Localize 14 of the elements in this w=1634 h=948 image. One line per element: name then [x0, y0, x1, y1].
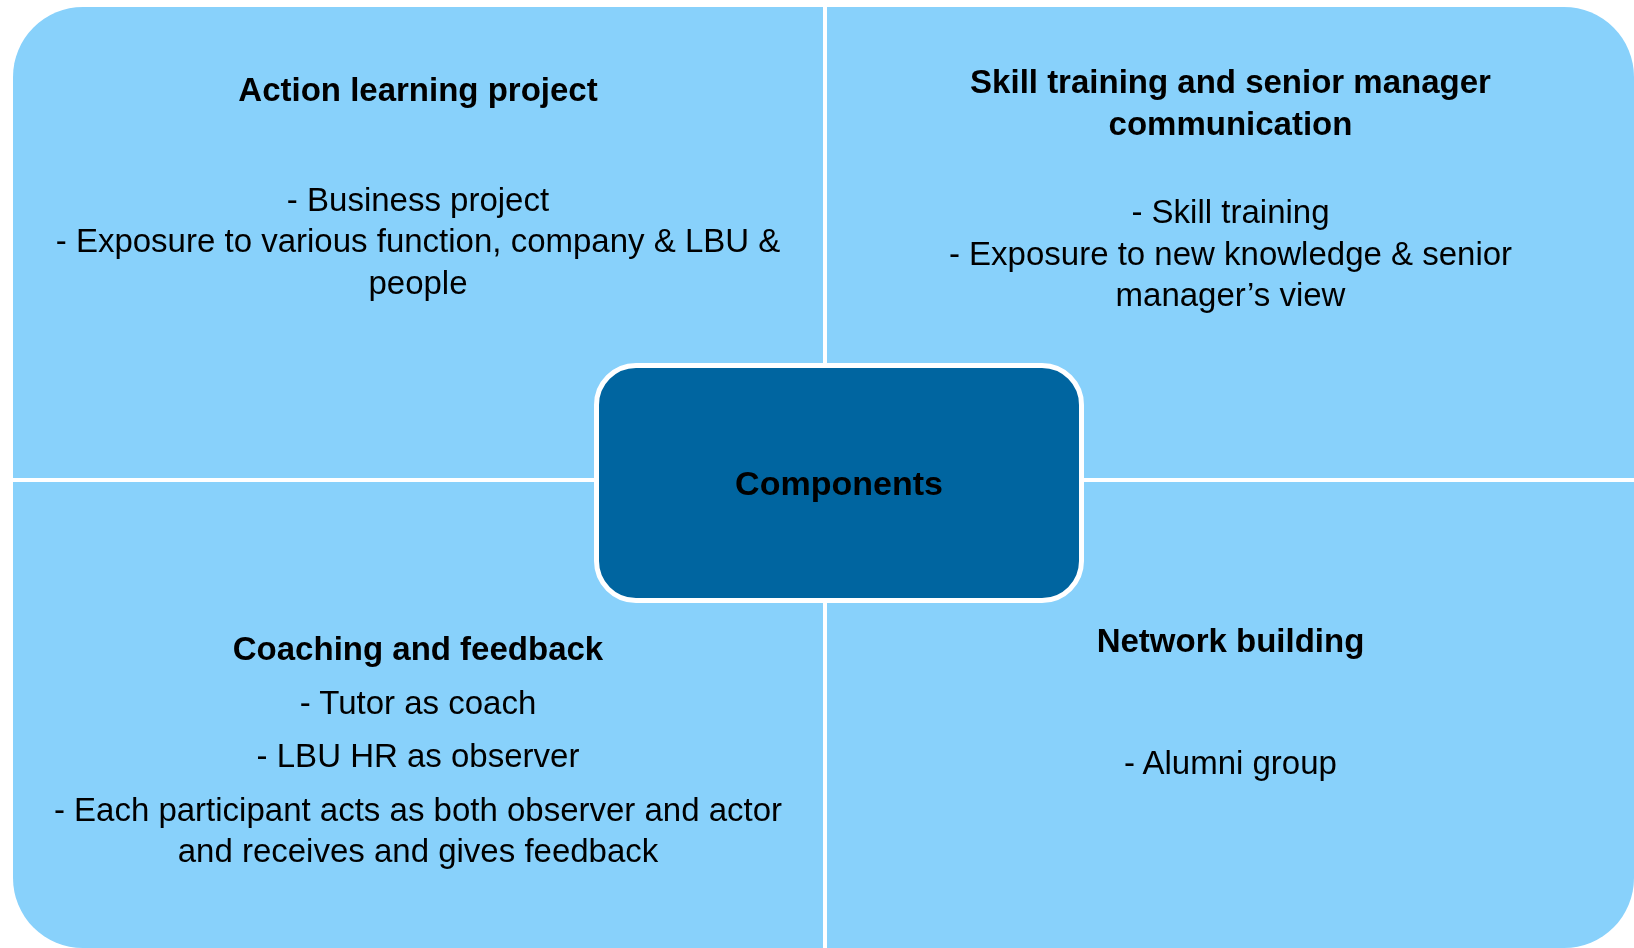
quadrant-heading: Coaching and feedback	[232, 629, 604, 669]
bullet-text: - LBU HR as observer	[256, 736, 580, 777]
bullet-text: - Each participant acts as both observer and actor and receives and gives feedback	[52, 789, 784, 871]
center-label: Components	[735, 463, 943, 503]
center-box	[594, 363, 1084, 603]
quadrant-heading: Skill training and senior manager communication	[969, 62, 1492, 145]
quadrant-heading: Action learning project	[238, 70, 598, 110]
bullet-text: - Exposure to various function, company & LBU & people	[54, 221, 782, 303]
bullet-text: - Tutor as coach	[299, 683, 537, 724]
bullet-text: - Exposure to new knowledge & senior manager’s view	[947, 233, 1514, 315]
bullet-text: - Business project	[286, 180, 550, 221]
bullet-text: - Alumni group	[1124, 743, 1337, 784]
bullet-text: - Skill training	[1131, 192, 1330, 233]
quadrant-heading: Network building	[1096, 621, 1365, 661]
